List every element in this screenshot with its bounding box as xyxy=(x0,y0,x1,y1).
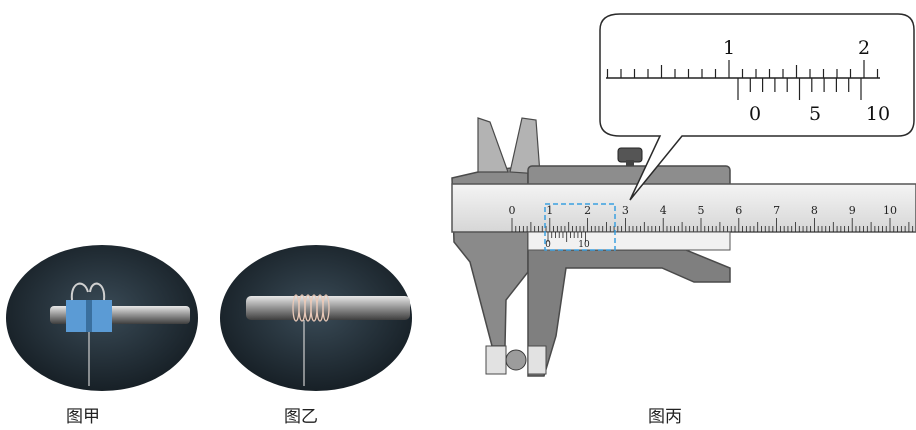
vernier-plate xyxy=(527,231,731,251)
vernier-scale-label: 10 xyxy=(578,240,590,250)
main-scale-label: 3 xyxy=(622,204,629,217)
metal-rod-2 xyxy=(246,296,410,320)
highlight-box xyxy=(544,203,616,251)
main-scale-label: 7 xyxy=(773,204,780,217)
main-beam xyxy=(451,183,916,233)
main-scale-label: 0 xyxy=(509,204,516,217)
main-scale-label: 9 xyxy=(849,204,856,217)
vernier-caliper: 0 1 2 3 4 5 6 7 8 9 10 0 10 xyxy=(451,117,916,377)
main-scale-label: 6 xyxy=(735,204,742,217)
zoom-vernier-label: 0 xyxy=(749,103,761,125)
main-scale-label: 8 xyxy=(811,204,818,217)
sliding-jaw xyxy=(527,231,731,377)
zoom-vernier-label: 5 xyxy=(809,103,821,125)
lock-screw xyxy=(617,147,643,163)
binder-clip xyxy=(66,282,112,332)
coil-turn xyxy=(322,294,330,322)
vernier-scale xyxy=(547,232,586,242)
main-scale-label: 5 xyxy=(698,204,705,217)
zoom-main-label: 2 xyxy=(858,37,870,59)
main-scale-label: 2 xyxy=(584,204,591,217)
zoom-main-label: 1 xyxy=(723,37,735,59)
main-scale-labels: 0 1 2 3 4 5 6 7 8 9 10 xyxy=(509,204,898,217)
zoom-vernier-label: 10 xyxy=(866,103,890,125)
zoom-vernier-scale: 0 5 10 xyxy=(737,78,890,125)
wire-coil xyxy=(292,294,330,322)
steel-ball xyxy=(505,349,527,371)
caption-photo-c: 图丙 xyxy=(648,407,682,427)
main-scale xyxy=(511,218,914,232)
photo-a xyxy=(6,245,198,391)
main-scale-label: 4 xyxy=(660,204,667,217)
photo-b xyxy=(220,245,412,391)
caption-photo-b: 图乙 xyxy=(284,407,318,427)
caption-photo-a: 图甲 xyxy=(66,407,100,427)
vernier-scale-labels: 0 10 xyxy=(545,240,590,250)
main-scale-label: 1 xyxy=(546,204,553,217)
upper-fixed-jaw xyxy=(477,117,509,173)
vernier-scale-label: 0 xyxy=(545,240,551,250)
main-scale-label: 10 xyxy=(883,204,897,217)
